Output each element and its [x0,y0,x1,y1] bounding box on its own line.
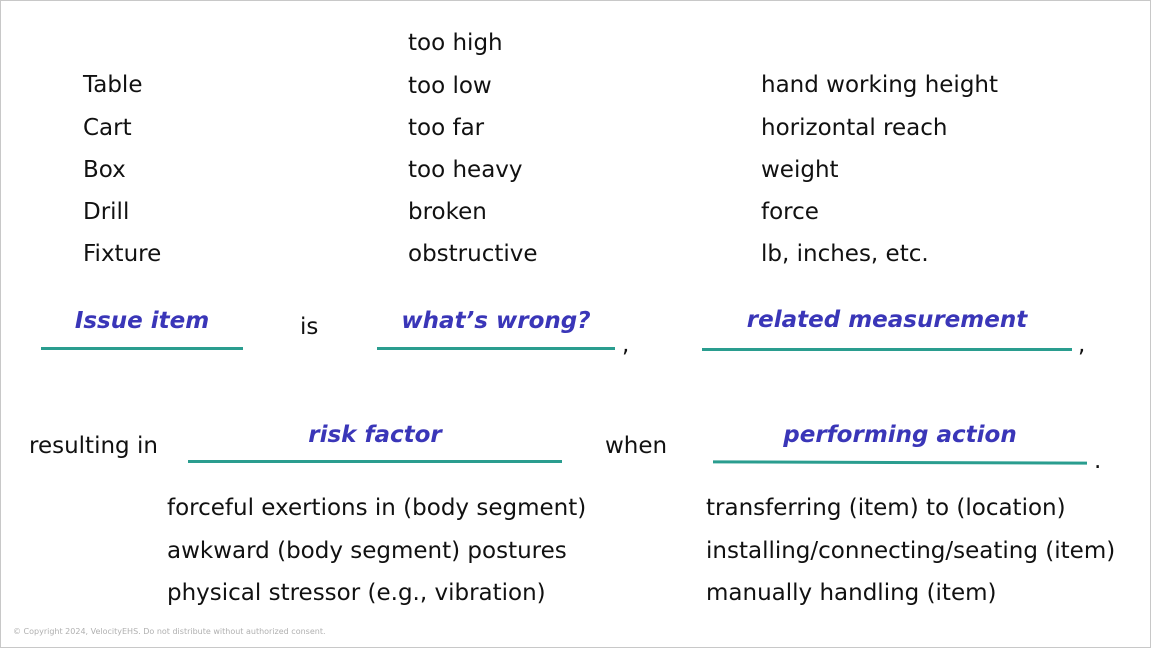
issue-item-option: Table [83,72,143,98]
when-word: when [605,433,668,459]
whats-wrong-underline [377,347,615,350]
action-option: manually handling (item) [706,580,997,606]
risk-factor-option: physical stressor (e.g., vibration) [167,580,546,606]
problem-option: too heavy [408,157,523,183]
resulting-in-words: resulting in [29,433,158,459]
risk-factor-underline [188,460,562,463]
issue-item-option: Drill [83,199,130,225]
period: . [1094,448,1102,474]
risk-factor-option: forceful exertions in (body segment) [167,495,587,521]
issue-item-option: Fixture [83,241,162,267]
problem-option: obstructive [408,241,538,267]
problem-option: too far [408,115,485,141]
whats-wrong-label: what’s wrong? [401,308,591,334]
measurement-option: lb, inches, etc. [761,241,929,267]
comma-2: , [1078,332,1086,358]
copyright-notice: © Copyright 2024, VelocityEHS. Do not di… [13,627,326,636]
problem-option: too high [408,30,503,56]
problem-option: too low [408,73,492,99]
performing-action-label: performing action [783,422,1017,448]
related-measurement-underline [702,348,1072,351]
measurement-option: horizontal reach [761,115,948,141]
risk-factor-option: awkward (body segment) postures [167,538,567,564]
is-word: is [300,314,319,340]
related-measurement-label: related measurement [746,307,1028,333]
risk-factor-label: risk factor [308,422,442,448]
issue-item-label: Issue item [74,308,210,334]
measurement-option: weight [761,157,839,183]
measurement-option: hand working height [761,72,999,98]
problem-option: broken [408,199,487,225]
comma-1: , [622,332,630,358]
performing-action-underline [712,460,1088,465]
measurement-option: force [761,199,819,225]
issue-item-option: Box [83,157,126,183]
issue-item-underline [41,347,243,350]
action-option: installing/connecting/seating (item) [706,538,1116,564]
issue-item-option: Cart [83,115,132,141]
action-option: transferring (item) to (location) [706,495,1066,521]
